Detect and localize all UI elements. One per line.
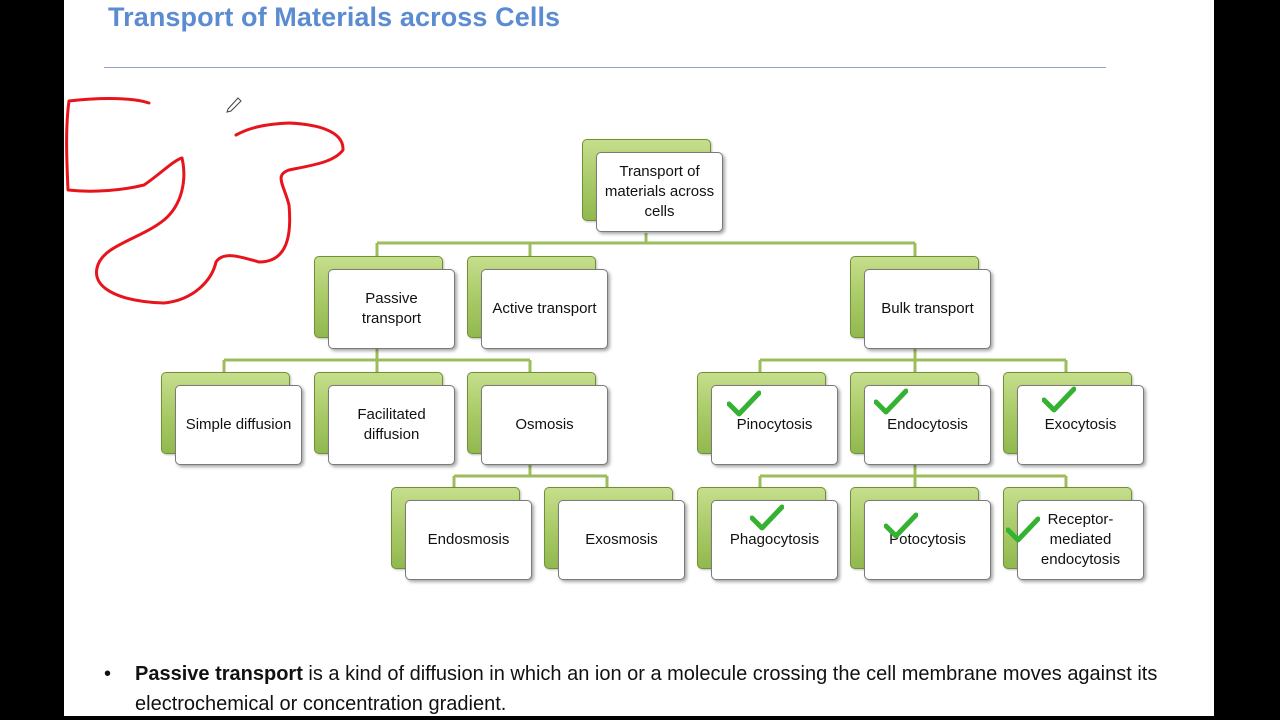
node-active-transport-label: Active transport	[481, 269, 608, 349]
red-ink-stroke-1	[65, 97, 345, 305]
node-pinocytosis-label: Pinocytosis	[711, 385, 838, 465]
node-exosmosis-label: Exosmosis	[558, 500, 685, 580]
node-root-label: Transport of materials across cells	[596, 152, 723, 232]
check-mark-icon	[874, 388, 908, 415]
check-mark-icon	[750, 504, 784, 531]
pen-annotation	[65, 97, 345, 305]
check-mark-icon	[727, 390, 761, 417]
node-bulk-transport-label: Bulk transport	[864, 269, 991, 349]
slide: Transport of Materials across Cells Tran…	[64, 0, 1214, 716]
node-endosmosis-label: Endosmosis	[405, 500, 532, 580]
transport-diagram: Transport of materials across cells Pass…	[64, 0, 1214, 600]
node-potocytosis-label: Potocytosis	[864, 500, 991, 580]
slide-title: Transport of Materials across Cells	[108, 2, 561, 32]
node-facilitated-diffusion-label: Facilitated diffusion	[328, 385, 455, 465]
node-simple-diffusion-label: Simple diffusion	[175, 385, 302, 465]
node-osmosis-label: Osmosis	[481, 385, 608, 465]
tree-connectors	[222, 233, 1068, 487]
check-mark-icon	[884, 512, 918, 539]
node-endocytosis-label: Endocytosis	[864, 385, 991, 465]
bullet-marker: •	[104, 663, 112, 685]
bullet-term: Passive transport	[135, 663, 303, 685]
bullet-body: is a kind of diffusion in which an ion o…	[135, 663, 1158, 715]
node-exocytosis-label: Exocytosis	[1017, 385, 1144, 465]
pen-cursor-icon	[226, 97, 242, 113]
check-mark-icon	[1006, 516, 1040, 543]
node-receptor-mediated-endocytosis-label: Receptor-mediated endocytosis	[1017, 500, 1144, 580]
check-mark-icon	[1042, 386, 1076, 413]
bullet-text: Passive transport is a kind of diffusion…	[135, 659, 1165, 716]
node-passive-transport-label: Passive transport	[328, 269, 455, 349]
title-divider	[104, 67, 1106, 68]
